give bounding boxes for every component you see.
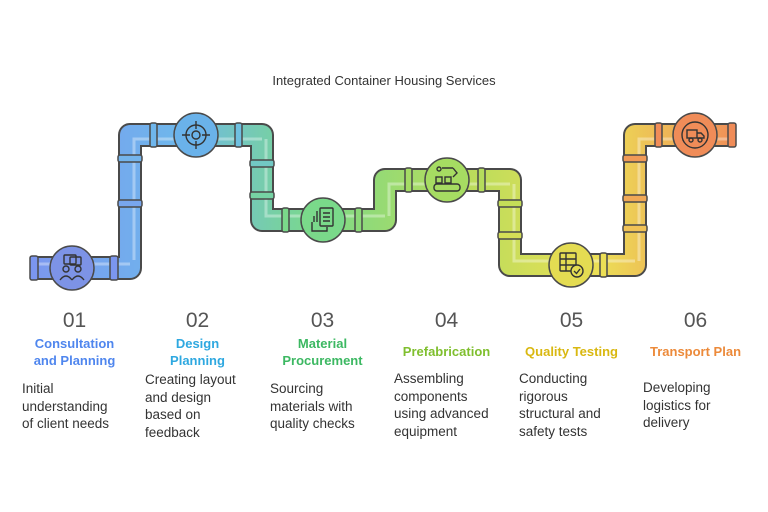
step-number: 06 <box>683 309 708 332</box>
step-3: 03 Material Procurement Sourcing materia… <box>270 309 390 433</box>
step-description: Sourcing materials with quality checks <box>270 381 355 431</box>
design-target-icon <box>173 112 219 158</box>
quality-check-icon <box>548 242 594 288</box>
step-number: 03 <box>310 309 335 332</box>
step-name: Material Procurement <box>282 336 363 368</box>
step-5: 05 Quality Testing Conducting rigorous s… <box>519 309 639 440</box>
pipe-couplings <box>29 122 737 281</box>
step-description: Conducting rigorous structural and safet… <box>519 371 601 439</box>
step-description: Creating layout and design based on feed… <box>145 372 236 440</box>
assembly-line-icon <box>424 157 470 203</box>
step-name: Consultation and Planning <box>33 336 116 368</box>
step-1: 01 Consultation and Planning Initial und… <box>22 309 142 433</box>
step-2: 02 Design Planning Creating layout and d… <box>145 309 265 441</box>
step-4: 04 Prefabrication Assembling components … <box>394 309 514 440</box>
step-name: Design Planning <box>170 336 225 368</box>
diagram-title: Integrated Container Housing Services <box>272 73 496 88</box>
step-number: 01 <box>62 309 87 332</box>
step-number: 04 <box>434 309 459 332</box>
step-description: Assembling components using advanced equ… <box>394 371 489 439</box>
materials-icon <box>300 197 346 243</box>
step-description: Initial understanding of client needs <box>22 381 110 431</box>
step-name: Prefabrication <box>402 344 491 359</box>
step-name: Transport Plan <box>649 344 742 359</box>
consultation-icon <box>49 245 95 291</box>
step-6: 06 Transport Plan Developing logistics f… <box>643 309 763 432</box>
step-name: Quality Testing <box>525 344 618 359</box>
step-number: 02 <box>185 309 210 332</box>
step-number: 05 <box>559 309 584 332</box>
truck-icon <box>672 112 718 158</box>
step-description: Developing logistics for delivery <box>643 380 711 430</box>
